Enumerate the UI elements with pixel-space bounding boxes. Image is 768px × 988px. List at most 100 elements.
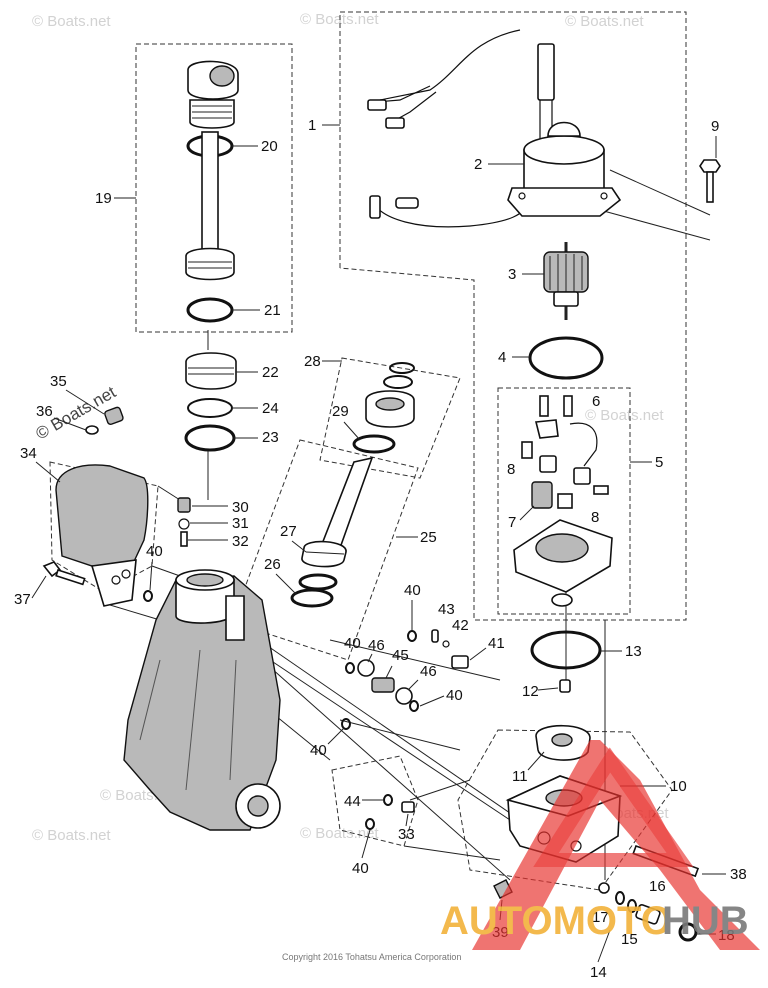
label-19: 19 xyxy=(95,190,112,207)
label-10: 10 xyxy=(670,778,687,795)
ring-31 xyxy=(178,518,190,530)
fitting-12 xyxy=(559,679,571,693)
label-2: 2 xyxy=(474,156,482,173)
watermark: © Boats.net xyxy=(585,407,664,424)
group-box-25 xyxy=(231,439,419,661)
ram-piston xyxy=(185,247,235,281)
automotohub-logo: AUTOMOTO HUB xyxy=(440,740,760,950)
logo-text-automoto: AUTOMOTO xyxy=(440,899,672,943)
seal-46 xyxy=(357,659,375,677)
group-box-28 xyxy=(319,357,461,479)
motor-flange xyxy=(507,187,622,217)
label-9: 9 xyxy=(711,118,719,135)
label-26: 26 xyxy=(264,556,281,573)
spring-30 xyxy=(177,497,191,513)
label-34: 34 xyxy=(20,445,37,462)
group-box-33-44 xyxy=(331,755,419,847)
group-box-5 xyxy=(497,387,631,615)
label-25: 25 xyxy=(420,529,437,546)
label-31: 31 xyxy=(232,515,249,532)
label-29: 29 xyxy=(332,403,349,420)
tilt-ram-assembly xyxy=(185,60,239,323)
tilt-cylinder-housing xyxy=(123,569,281,831)
copyright-text: Copyright 2016 Tohatsu America Corporati… xyxy=(282,952,461,962)
watermark: © Boats.net xyxy=(32,827,111,844)
pin-43 xyxy=(431,629,439,643)
label-27: 27 xyxy=(280,523,297,540)
bolt-9 xyxy=(699,159,721,203)
label-4: 4 xyxy=(498,349,506,366)
trim-rod xyxy=(320,456,374,549)
label-40f: 40 xyxy=(352,860,369,877)
ram-rod xyxy=(201,131,219,251)
wire-6 xyxy=(569,422,598,467)
screw-8 xyxy=(521,441,533,459)
motor-cap xyxy=(547,121,581,137)
ball-42 xyxy=(442,640,450,648)
terminal-connector xyxy=(367,99,387,111)
o-ring-29 xyxy=(352,434,396,454)
screw xyxy=(539,395,549,417)
logo-text-hub: HUB xyxy=(662,899,749,943)
plug-33 xyxy=(401,801,415,813)
label-23: 23 xyxy=(262,429,279,446)
label-40d: 40 xyxy=(446,687,463,704)
label-13: 13 xyxy=(625,643,642,660)
label-15: 15 xyxy=(621,931,638,948)
label-36: 36 xyxy=(36,403,53,420)
terminal-connector xyxy=(395,197,419,209)
washer-17 xyxy=(598,882,610,894)
label-30: 30 xyxy=(232,499,249,516)
o-ring-4 xyxy=(528,336,604,380)
label-11: 11 xyxy=(512,768,528,785)
label-7: 7 xyxy=(508,514,516,531)
plug-41 xyxy=(451,655,469,669)
group-box-10 xyxy=(457,729,673,891)
label-37: 37 xyxy=(14,591,31,608)
pin-32 xyxy=(180,531,188,547)
seal xyxy=(551,593,573,607)
label-8b: 8 xyxy=(591,509,599,526)
o-ring-27 xyxy=(298,573,338,591)
o-ring-18 xyxy=(678,922,698,942)
label-40c: 40 xyxy=(344,635,361,652)
mounting-bracket-34 xyxy=(55,464,149,607)
label-14: 14 xyxy=(590,964,607,981)
label-12: 12 xyxy=(522,683,539,700)
cable-sleeve xyxy=(537,43,555,101)
label-22: 22 xyxy=(262,364,279,381)
cylinder-cap-22 xyxy=(185,352,237,390)
bolt-37 xyxy=(42,561,86,586)
cylinder-cap-parts xyxy=(177,352,237,547)
valve-45 xyxy=(371,677,395,693)
label-38: 38 xyxy=(730,866,747,883)
label-40e: 40 xyxy=(310,742,327,759)
o-ring-26 xyxy=(290,588,334,608)
o-ring-13 xyxy=(530,630,602,670)
label-5: 5 xyxy=(655,454,663,471)
label-20: 20 xyxy=(261,138,278,155)
label-33: 33 xyxy=(398,826,415,843)
label-46a: 46 xyxy=(368,637,385,654)
label-44: 44 xyxy=(344,793,361,810)
watermark: © Boats.net xyxy=(565,13,644,30)
label-1: 1 xyxy=(308,117,316,134)
seal-46b xyxy=(395,687,413,705)
screw xyxy=(563,395,573,417)
watermark: © Boats.net xyxy=(300,825,379,842)
label-32: 32 xyxy=(232,533,249,550)
label-28: 28 xyxy=(304,353,321,370)
group-box-1 xyxy=(339,11,687,621)
label-43: 43 xyxy=(438,601,455,618)
label-24: 24 xyxy=(262,400,279,417)
label-40b: 40 xyxy=(404,582,421,599)
o-ring-23 xyxy=(184,424,236,452)
label-8: 8 xyxy=(507,461,515,478)
label-42: 42 xyxy=(452,617,469,634)
label-21: 21 xyxy=(264,302,281,319)
part-labels: 1 2 3 4 5 6 7 8 8 9 10 11 12 13 14 15 16… xyxy=(14,117,747,981)
motor-cable xyxy=(379,29,521,101)
trim-piston-assembly xyxy=(290,362,415,608)
label-3: 3 xyxy=(508,266,516,283)
